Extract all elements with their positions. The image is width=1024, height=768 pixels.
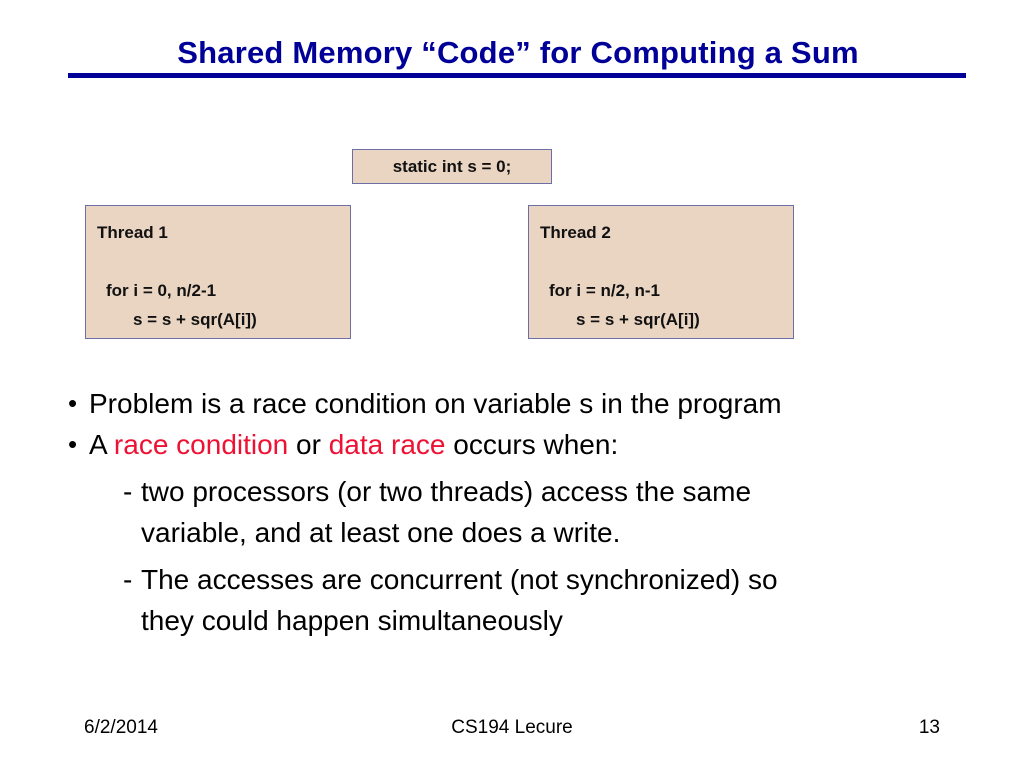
bullet-item-definition: • A race condition or data race occurs w…	[68, 424, 968, 465]
definition-part-1: A	[89, 429, 114, 460]
thread2-title: Thread 2	[540, 223, 611, 242]
thread1-sum-line: s = s + sqr(A[i])	[133, 310, 257, 329]
sub-bullet-marker-icon: -	[123, 564, 133, 595]
body-content: • Problem is a race condition on variabl…	[68, 383, 968, 641]
page-title: Shared Memory “Code” for Computing a Sum	[177, 35, 859, 70]
sub-bullet-access-line2: variable, and at least one does a write.	[141, 517, 621, 548]
bullet-problem-text: Problem is a race condition on variable …	[89, 388, 782, 419]
sub-bullet-access-text: two processors (or two threads) access t…	[141, 471, 968, 553]
footer-page-number: 13	[918, 717, 940, 738]
definition-part-3: occurs when:	[445, 429, 619, 460]
sub-bullet-item-concurrent: - The accesses are concurrent (not synch…	[123, 559, 968, 641]
footer-date: 6/2/2014	[84, 717, 158, 738]
slide-footer: 6/2/2014 CS194 Lecure 13	[0, 714, 1024, 742]
slide-title-block: Shared Memory “Code” for Computing a Sum	[68, 34, 968, 78]
bullet-marker-icon: •	[68, 388, 78, 418]
thread2-loop-line: for i = n/2, n-1	[549, 281, 660, 300]
title-underline-rule	[68, 73, 966, 78]
thread2-sum-line: s = s + sqr(A[i])	[576, 310, 700, 329]
static-declaration-box: static int s = 0;	[352, 149, 552, 184]
sub-bullet-concurrent-line2: they could happen simultaneously	[141, 605, 563, 636]
thread1-title: Thread 1	[97, 223, 168, 242]
sub-bullet-item-access: - two processors (or two threads) access…	[123, 471, 968, 553]
bullet-marker-icon: •	[68, 429, 78, 459]
thread1-code-box: Thread 1 for i = 0, n/2-1 s = s + sqr(A[…	[85, 205, 351, 339]
sub-bullet-concurrent-line1: The accesses are concurrent (not synchro…	[141, 564, 778, 595]
highlight-race-condition: race condition	[113, 429, 289, 460]
thread1-loop-line: for i = 0, n/2-1	[106, 281, 217, 300]
thread2-code-box: Thread 2 for i = n/2, n-1 s = s + sqr(A[…	[528, 205, 794, 339]
static-declaration-text: static int s = 0;	[392, 157, 512, 176]
definition-part-2: or	[288, 429, 329, 460]
bullet-definition-text: A race condition or data race occurs whe…	[89, 424, 968, 465]
footer-course-label: CS194 Lecure	[451, 717, 573, 738]
sub-bullet-marker-icon: -	[123, 476, 133, 507]
sub-bullet-concurrent-text: The accesses are concurrent (not synchro…	[141, 559, 968, 641]
bullet-item-problem: • Problem is a race condition on variabl…	[68, 383, 968, 424]
highlight-data-race: data race	[328, 429, 446, 460]
sub-bullet-access-line1: two processors (or two threads) access t…	[141, 476, 752, 507]
